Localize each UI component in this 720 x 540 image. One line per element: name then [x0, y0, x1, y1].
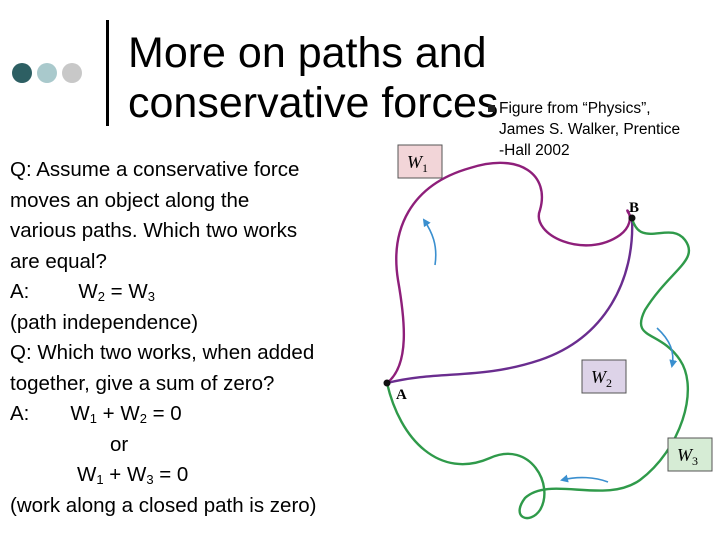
q1-line-2: moves an object along the	[10, 188, 250, 212]
point-a	[383, 379, 391, 387]
w3-label: W3	[677, 445, 698, 468]
bullet-square	[488, 105, 495, 112]
w2-label: W2	[591, 367, 612, 390]
arrow-w3-right	[656, 327, 678, 368]
path-w3	[385, 217, 691, 520]
dot-gray	[62, 63, 82, 83]
q1-line-1: Q: Assume a conservative force	[10, 158, 300, 181]
dot-dark	[12, 63, 32, 83]
q1-line-3: various paths. Which two works	[10, 219, 298, 242]
caption-line-3: -Hall 2002	[499, 142, 570, 159]
page-title: More on paths and conservative forces	[128, 28, 498, 128]
point-b	[628, 214, 636, 222]
decorative-dots	[12, 63, 82, 83]
w3-box	[667, 437, 713, 472]
answer-1-note: (path independence)	[10, 310, 199, 334]
q1-line-4: are equal?	[10, 249, 107, 273]
or-text: or	[110, 432, 129, 456]
path-w2	[386, 217, 634, 385]
figure-caption: Figure from “Physics”, James S. Walker, …	[488, 98, 680, 161]
paths-figure: A B W1 W2 W3	[383, 144, 713, 520]
closed-path-note: (work along a closed path is zero)	[10, 493, 317, 517]
path-w1	[386, 161, 633, 384]
body-text: Q: Assume a conservative force moves an …	[10, 155, 317, 521]
w1-box	[397, 144, 443, 179]
answer-3: W1 + W3 = 0	[77, 463, 189, 487]
caption-line-1: Figure from “Physics”,	[499, 100, 651, 117]
title-line-1: More on paths and	[128, 29, 487, 77]
q2-line-2: together, give a sum of zero?	[10, 371, 275, 395]
answer-1: A:W2 = W3	[10, 280, 155, 304]
w2-box	[581, 359, 627, 394]
label-a: A	[396, 387, 407, 403]
q2-line-1: Q: Which two works, when added	[10, 341, 315, 364]
answer-2: A:W1 + W2 = 0	[10, 402, 182, 426]
title-line-2: conservative forces	[128, 79, 499, 127]
title-divider	[106, 20, 109, 126]
label-b: B	[629, 200, 639, 216]
caption-line-2: James S. Walker, Prentice	[499, 121, 681, 138]
arrow-w3-bottom	[560, 474, 609, 483]
arrow-w1	[422, 218, 437, 266]
dot-light	[37, 63, 57, 83]
w1-label: W1	[407, 152, 428, 175]
